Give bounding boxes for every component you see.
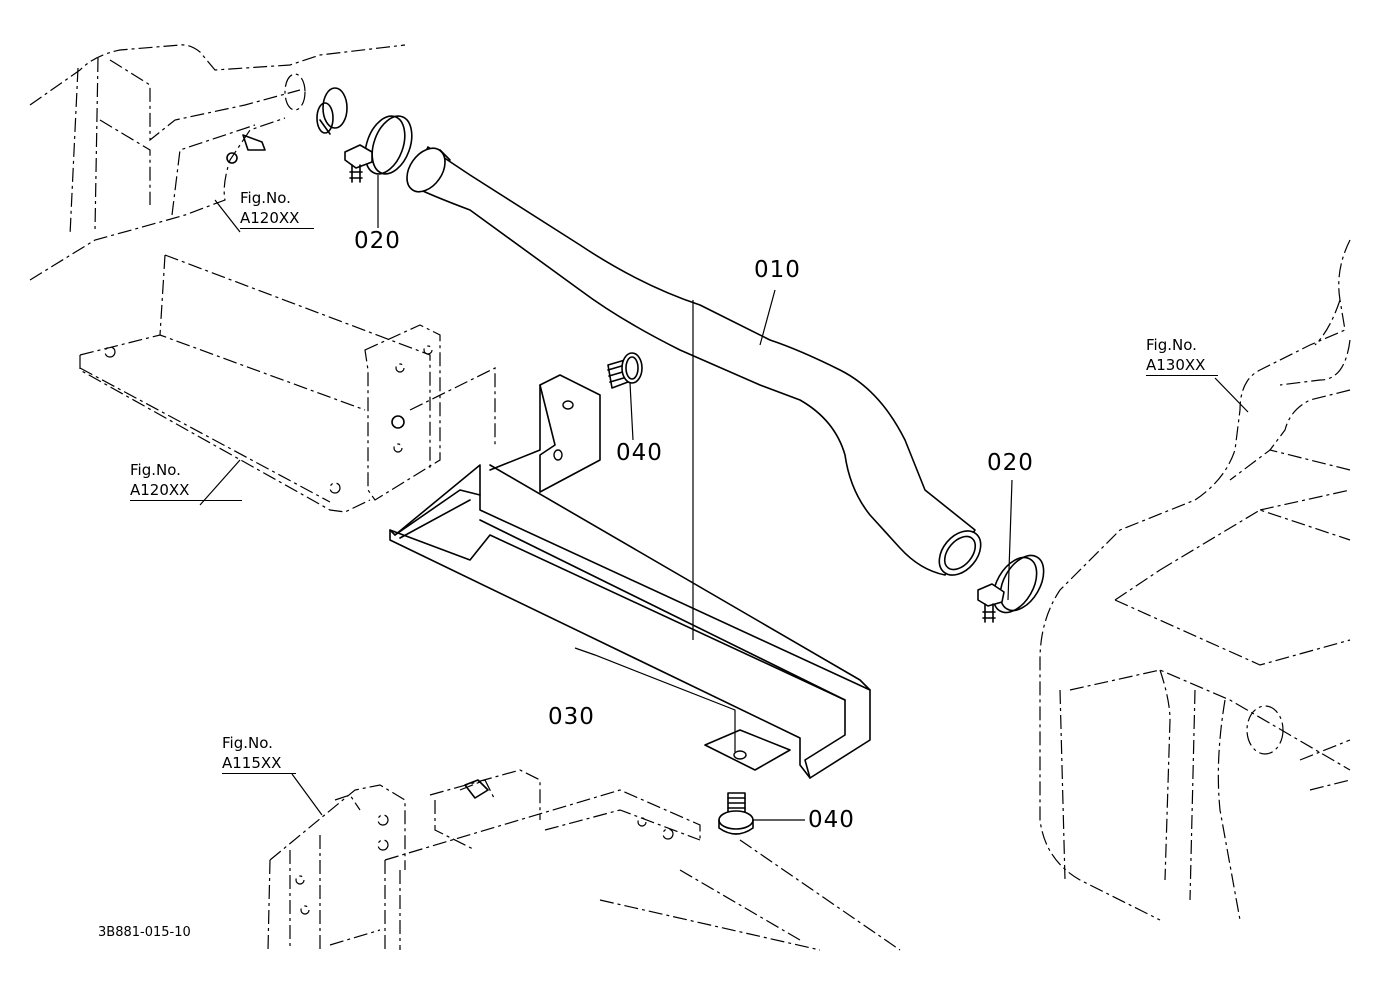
mid-left-reference-plate xyxy=(79,254,496,513)
figure-ref-number: A120XX xyxy=(240,208,314,229)
figure-ref-number: A130XX xyxy=(1146,355,1218,376)
drawing-code: 3B881-015-10 xyxy=(98,925,191,940)
part-number-clamp-lower[interactable]: 020 xyxy=(987,450,1034,476)
top-left-reference-assembly xyxy=(29,44,406,281)
bolt-040-lower xyxy=(718,792,754,835)
part-number-clamp-upper[interactable]: 020 xyxy=(354,228,401,254)
figure-ref-mid-left[interactable]: Fig.No. A120XX xyxy=(130,460,242,501)
figure-ref-label: Fig.No. xyxy=(1146,336,1197,354)
radiator-outlet-pipe xyxy=(322,87,348,129)
leader-lines xyxy=(199,175,1249,821)
drain-plug xyxy=(242,134,266,151)
figure-ref-label: Fig.No. xyxy=(130,461,181,479)
figure-ref-right[interactable]: Fig.No. A130XX xyxy=(1146,335,1218,376)
figure-ref-label: Fig.No. xyxy=(240,189,291,207)
right-reference-tank xyxy=(1039,239,1351,921)
figure-ref-bottom-left[interactable]: Fig.No. A115XX xyxy=(222,733,296,774)
hose-clamp-020-upper xyxy=(344,115,413,183)
part-number-bracket[interactable]: 030 xyxy=(548,704,595,730)
part-number-hose[interactable]: 010 xyxy=(754,257,801,283)
figure-ref-label: Fig.No. xyxy=(222,734,273,752)
figure-ref-top-left[interactable]: Fig.No. A120XX xyxy=(240,188,314,229)
bottom-left-reference-frame xyxy=(267,769,901,951)
bracket-030 xyxy=(389,374,871,779)
figure-ref-number: A115XX xyxy=(222,753,296,774)
part-number-bolt-lower[interactable]: 040 xyxy=(808,807,855,833)
bolt-040-upper xyxy=(607,352,643,389)
figure-ref-number: A120XX xyxy=(130,480,242,501)
hose-clamp-020-lower xyxy=(977,554,1045,623)
hose-010 xyxy=(406,146,982,576)
part-number-bolt-upper[interactable]: 040 xyxy=(616,440,663,466)
